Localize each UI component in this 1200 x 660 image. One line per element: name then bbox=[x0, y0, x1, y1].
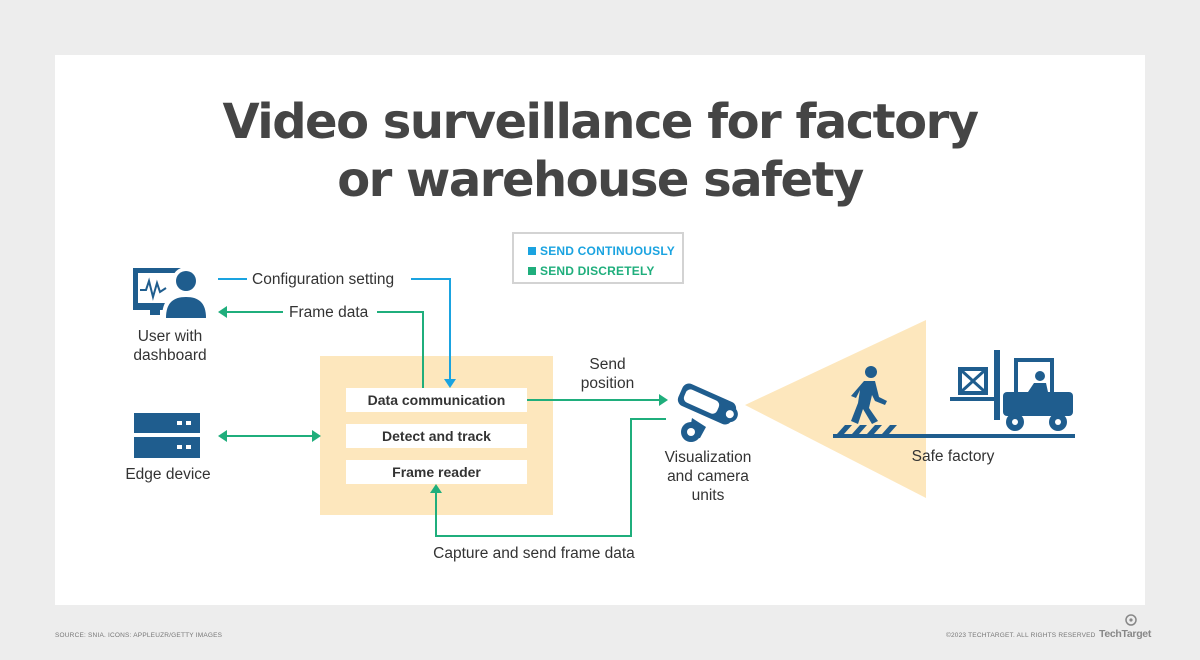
legend-continuous-label: SEND CONTINUOUSLY bbox=[540, 244, 675, 258]
legend-discrete: SEND DISCRETELY bbox=[528, 264, 655, 278]
legend-swatch-discrete bbox=[528, 267, 536, 275]
legend-swatch-continuous bbox=[528, 247, 536, 255]
stage-data-communication: Data communication bbox=[346, 388, 527, 412]
capture-arrowhead bbox=[430, 484, 442, 493]
config-arrow bbox=[218, 278, 451, 380]
legend: SEND CONTINUOUSLY SEND DISCRETELY bbox=[512, 232, 684, 284]
title-line-2: or warehouse safety bbox=[337, 152, 864, 208]
capture-arrow bbox=[435, 418, 666, 537]
copyright: ©2023 TECHTARGET. ALL RIGHTS RESERVED bbox=[946, 632, 1096, 639]
legend-discrete-label: SEND DISCRETELY bbox=[540, 264, 655, 278]
stage-frame-reader: Frame reader bbox=[346, 460, 527, 484]
diagram-card bbox=[55, 55, 1145, 605]
legend-continuous: SEND CONTINUOUSLY bbox=[528, 244, 675, 258]
techtarget-brand: TechTarget bbox=[1099, 628, 1152, 640]
send-position-arrowhead bbox=[659, 394, 668, 406]
safe-factory-label: Safe factory bbox=[911, 448, 995, 465]
edge-arrowhead-left bbox=[218, 430, 227, 442]
edge-arrowhead-right bbox=[312, 430, 321, 442]
stage-detect-and-track: Detect and track bbox=[346, 424, 527, 448]
capture-frame-label: Capture and send frame data bbox=[433, 545, 635, 562]
camera-units-label: Visualization and camera units bbox=[664, 449, 752, 504]
config-setting-label: Configuration setting bbox=[252, 271, 395, 288]
edge-device-label: Edge device bbox=[125, 466, 211, 483]
frame-data-arrow bbox=[226, 311, 424, 388]
source-credit: SOURCE: SNIA. ICONS: APPLEUZR/GETTY IMAG… bbox=[55, 632, 223, 639]
title-line-1: Video surveillance for factory bbox=[222, 94, 979, 150]
config-arrowhead bbox=[444, 379, 456, 388]
send-position-label: Send position bbox=[580, 356, 635, 392]
user-dashboard-label: User with dashboard bbox=[133, 328, 207, 364]
frame-data-label: Frame data bbox=[289, 304, 369, 321]
frame-data-arrowhead bbox=[218, 306, 227, 318]
